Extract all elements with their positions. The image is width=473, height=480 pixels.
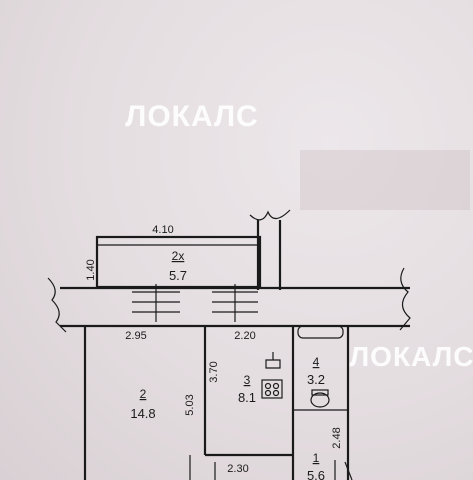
dim-kitchen-depth: 3.70 xyxy=(208,361,220,382)
window-right xyxy=(212,284,258,322)
stove-burner-icon xyxy=(264,389,272,397)
dim-bottom-width: 2.30 xyxy=(227,463,248,475)
watermark-right: ЛОКАЛС xyxy=(350,341,473,372)
stove-burner-icon xyxy=(272,389,280,397)
stove-burner-icon xyxy=(272,382,280,390)
room-area: 5.7 xyxy=(169,268,187,283)
dim-hall-depth: 2.48 xyxy=(331,427,343,448)
shaft-walls xyxy=(256,220,282,290)
stove-icon xyxy=(261,379,283,399)
dim-room2-depth: 5.03 xyxy=(184,394,196,415)
background-texture xyxy=(300,150,470,210)
dim-top-width: 4.10 xyxy=(152,224,173,236)
watermark: ЛОКАЛС xyxy=(125,100,258,133)
left-break-line xyxy=(47,277,67,333)
room-number: 1 xyxy=(313,451,320,465)
bathtub-icon xyxy=(297,325,344,339)
right-break-line xyxy=(399,267,411,331)
room-number: 4 xyxy=(313,355,320,369)
dim-kitchen-width: 2.20 xyxy=(234,330,255,342)
stove-burner-icon xyxy=(264,382,272,390)
room-area: 14.8 xyxy=(130,406,155,421)
room-area: 5.6 xyxy=(307,468,325,480)
dim-balcony-depth: 1.40 xyxy=(85,259,97,280)
room-area: 8.1 xyxy=(238,390,256,405)
toilet-tank-icon xyxy=(311,389,329,396)
room-number: 2 xyxy=(140,387,147,401)
toilet-icon xyxy=(310,392,330,408)
room-number: 3 xyxy=(244,373,251,387)
room-area: 3.2 xyxy=(307,372,325,387)
window-left xyxy=(132,284,180,322)
shaft-break-line xyxy=(249,209,291,221)
sink-icon xyxy=(265,352,281,369)
dim-room2-width: 2.95 xyxy=(125,330,146,342)
room-number: 2х xyxy=(172,249,185,263)
door-marks xyxy=(189,455,216,480)
door-marks-right xyxy=(334,460,353,480)
